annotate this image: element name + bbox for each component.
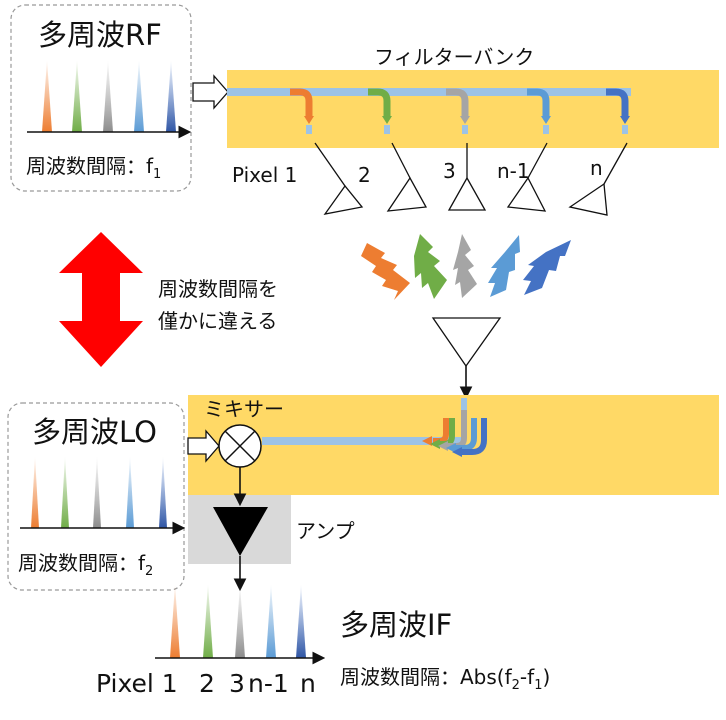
horn-antenna-icon xyxy=(447,143,487,211)
filter-channels xyxy=(290,88,630,134)
horn-antenna-icon xyxy=(314,142,364,215)
mixer-label: ミキサー xyxy=(204,397,284,421)
filter-5 xyxy=(606,88,629,118)
if-title: 多周波IF xyxy=(340,608,452,642)
if-spacing: 周波数間隔：Abs(f2-f1) xyxy=(340,665,550,693)
wave-bolt-icon xyxy=(361,243,410,300)
if-pixel-label-1: Pixel 1 xyxy=(96,669,178,698)
filterbank-label: フィルターバンク xyxy=(374,45,534,69)
horn-antenna-icon xyxy=(431,317,502,368)
if-line xyxy=(262,437,462,445)
filter-1 xyxy=(290,88,313,118)
rf-title: 多周波RF xyxy=(38,18,162,52)
lo-spectrum xyxy=(20,456,186,535)
amplifier-icon xyxy=(213,507,268,556)
lo-title: 多周波LO xyxy=(32,415,157,449)
rf-input-arrow-icon xyxy=(192,74,229,110)
rf-spectrum-box: 多周波RF 周波数間隔：f1 xyxy=(10,4,192,192)
wave-bolt-icon xyxy=(414,234,447,299)
pixel-label-3: 3 xyxy=(443,159,456,183)
signal-waves xyxy=(361,234,571,300)
lo-spacing: 周波数間隔：f2 xyxy=(18,551,153,579)
rf-line-2 xyxy=(72,60,82,132)
wave-bolt-icon xyxy=(488,235,520,297)
rf-line-1 xyxy=(42,60,52,132)
if-spectrum xyxy=(155,584,326,665)
receive-antenna xyxy=(431,317,502,400)
horn-antenna-icon xyxy=(506,142,548,212)
filter-2 xyxy=(368,88,391,118)
rf-line-4 xyxy=(134,60,144,132)
amp-label: アンプ xyxy=(296,519,355,543)
filter-3 xyxy=(446,88,469,118)
wave-bolt-icon xyxy=(523,240,571,295)
pixel-antennas xyxy=(314,142,628,216)
double-arrow-icon xyxy=(59,232,143,367)
if-pixel-label-3: 3 xyxy=(229,669,245,698)
rf-line-3 xyxy=(103,60,113,132)
pixel-label-4: n-1 xyxy=(497,159,530,183)
if-pixel-label-5: n xyxy=(300,669,316,698)
filter-4 xyxy=(527,88,550,118)
rf-spectrum xyxy=(27,60,192,139)
mixer-icon xyxy=(218,424,262,468)
lo-spectrum-box: 多周波LO 周波数間隔：f2 xyxy=(7,402,186,591)
horn-antenna-icon xyxy=(386,142,428,212)
filterbank-band xyxy=(227,70,719,148)
lo-input-arrow-icon xyxy=(187,429,220,463)
combined-channels xyxy=(422,398,487,457)
pixel-label-2: 2 xyxy=(358,163,371,187)
rf-line-5 xyxy=(166,60,176,132)
filterbank-feedline xyxy=(227,88,631,96)
annotation-line2: 僅かに違える xyxy=(158,309,277,333)
horn-antenna-icon xyxy=(568,142,628,216)
wave-bolt-icon xyxy=(453,234,477,298)
annotation-line1: 周波数間隔を xyxy=(158,277,278,301)
pixel-label-5: n xyxy=(590,156,603,180)
pixel-label-1: Pixel 1 xyxy=(232,163,297,187)
if-pixel-label-4: n-1 xyxy=(248,669,289,698)
rf-spacing: 周波数間隔：f1 xyxy=(26,154,161,182)
if-pixel-label-2: 2 xyxy=(199,669,215,698)
